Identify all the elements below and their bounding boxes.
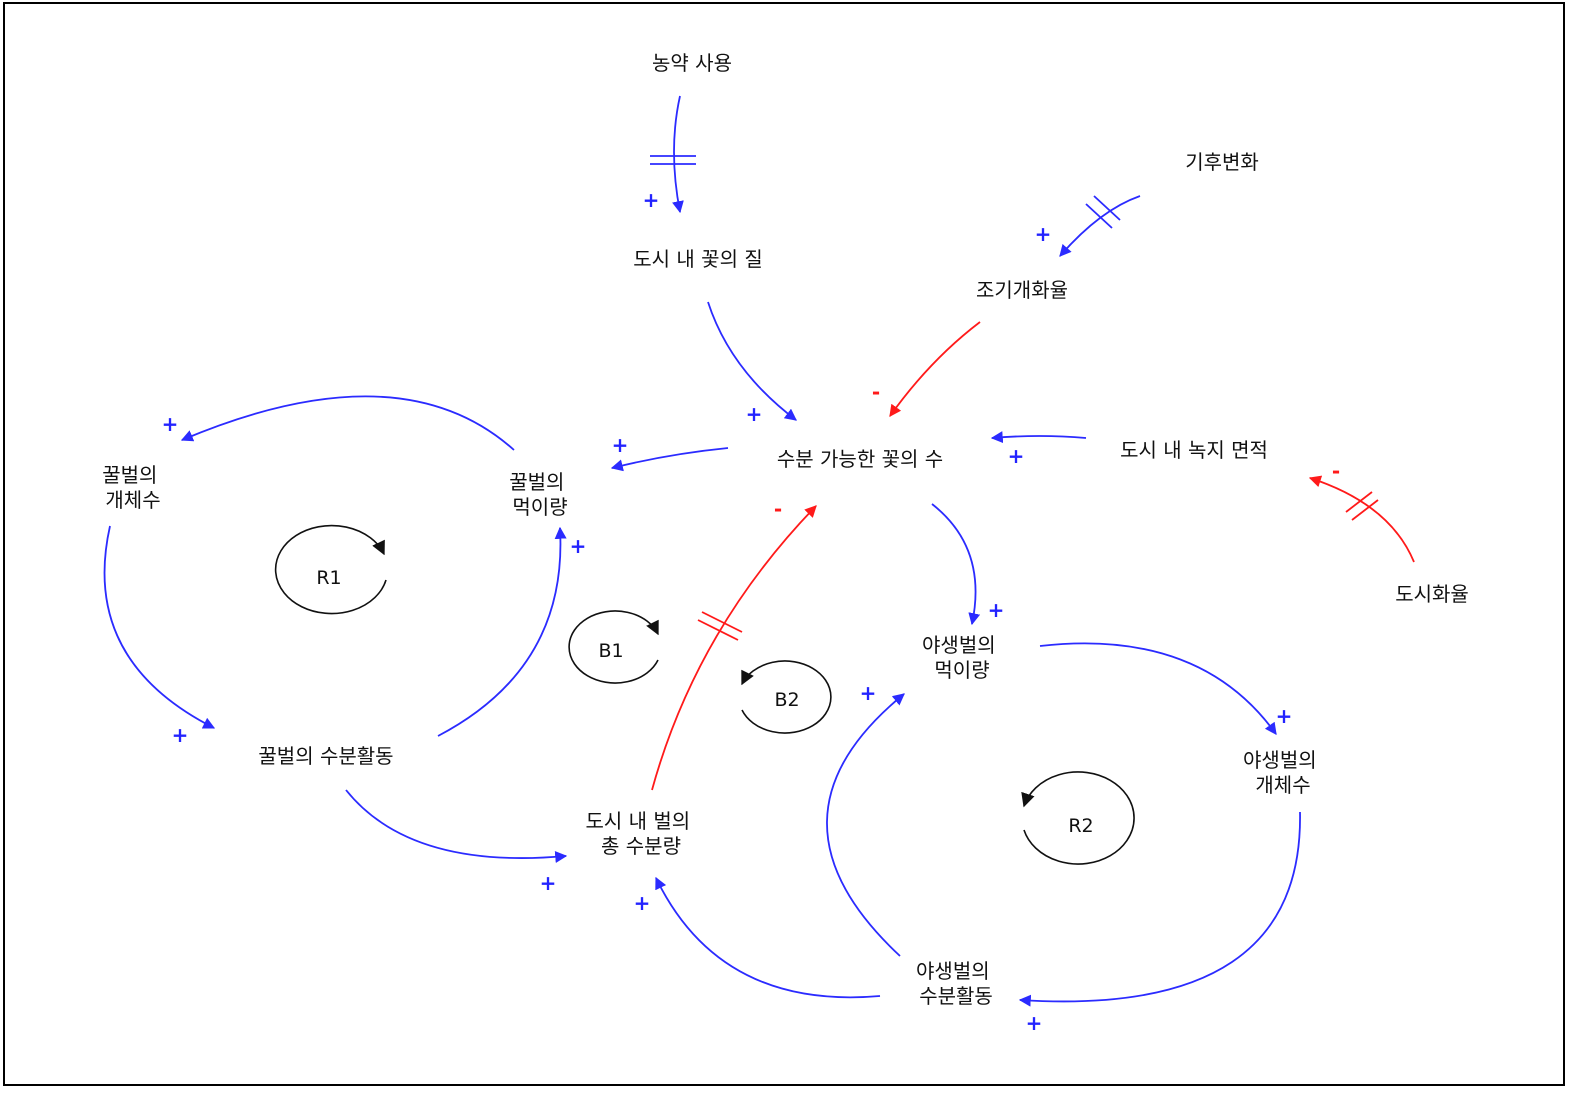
link-pollinable-to-honeybee-food xyxy=(610,447,729,472)
loop-r2: R2 xyxy=(1021,771,1135,865)
node-urbanization-rate: 도시화율 xyxy=(1395,582,1469,606)
node-honeybee-population: 꿀벌의 개체수 xyxy=(102,463,164,512)
node-wildbee-population: 야생벌의 개체수 xyxy=(1243,748,1323,797)
loop-b1: B1 xyxy=(568,610,659,684)
diagram-frame xyxy=(3,2,1565,1086)
link-wildbee-poll-to-total-poll xyxy=(655,876,881,999)
node-wildbee-pollination: 야생벌의 수분활동 xyxy=(916,959,996,1008)
polarity-honeybee-pop-to-honeybee-poll: + xyxy=(172,723,189,747)
node-pollinable-flowers: 수분 가능한 꽃의 수 xyxy=(777,447,943,471)
polarity-pesticide-to-flower-quality: + xyxy=(643,188,660,212)
polarity-wildbee-food-to-wildbee-pop: + xyxy=(1276,704,1293,728)
loop-r2-label: R2 xyxy=(1068,815,1093,837)
link-urbanization-to-green-area xyxy=(1308,475,1415,563)
node-honeybee-food: 꿀벌의 먹이량 xyxy=(509,470,571,519)
polarity-wildbee-poll-to-total-poll: + xyxy=(634,891,651,915)
link-pesticide-to-flower-quality xyxy=(672,95,684,214)
loop-r1-label: R1 xyxy=(316,567,341,589)
polarity-signs: + + + - + - + + + + + - + + + + + xyxy=(162,188,1341,1035)
delay-marks xyxy=(650,155,1379,641)
polarity-total-poll-to-pollinable: - xyxy=(774,497,782,521)
link-honeybee-pop-to-honeybee-poll xyxy=(103,525,216,729)
polarity-climate-to-early-bloom: + xyxy=(1035,222,1052,246)
link-flower-quality-to-pollinable xyxy=(707,301,797,421)
link-pollinable-to-wildbee-food xyxy=(931,503,981,626)
loop-b2: B2 xyxy=(741,660,832,734)
polarity-urbanization-to-green-area: - xyxy=(1332,459,1340,483)
causal-links xyxy=(103,95,1415,1007)
node-wildbee-food: 야생벌의 먹이량 xyxy=(922,633,1002,682)
link-honeybee-poll-to-total-poll xyxy=(345,789,568,863)
link-early-bloom-to-pollinable xyxy=(889,321,981,417)
delay-mark-total-poll xyxy=(697,611,743,641)
loop-b1-label: B1 xyxy=(598,640,623,662)
loop-b2-label: B2 xyxy=(774,689,799,711)
node-total-pollination: 도시 내 벌의 총 수분량 xyxy=(585,809,696,858)
loop-indicators: R1 B1 B2 R2 xyxy=(274,524,1135,865)
link-honeybee-food-to-honeybee-pop xyxy=(180,395,515,451)
loop-r1: R1 xyxy=(274,524,387,615)
link-wildbee-food-to-wildbee-pop xyxy=(1039,642,1277,735)
delay-mark-pesticide xyxy=(650,155,696,165)
polarity-honeybee-poll-to-honeybee-food: + xyxy=(570,534,587,558)
link-wildbee-poll-to-wildbee-food xyxy=(826,693,905,957)
polarity-honeybee-poll-to-total-poll: + xyxy=(540,871,557,895)
node-flower-quality: 도시 내 꽃의 질 xyxy=(633,247,762,271)
node-climate-change: 기후변화 xyxy=(1185,150,1259,174)
polarity-wildbee-poll-to-wildbee-food: + xyxy=(860,681,877,705)
link-climate-to-early-bloom xyxy=(1059,195,1141,257)
delay-mark-urbanization xyxy=(1345,491,1379,521)
polarity-green-area-to-pollinable: + xyxy=(1008,444,1025,468)
node-early-bloom-rate: 조기개화율 xyxy=(976,278,1068,302)
polarity-pollinable-to-wildbee-food: + xyxy=(988,598,1005,622)
polarity-honeybee-food-to-honeybee-pop: + xyxy=(162,412,179,436)
polarity-flower-quality-to-pollinable: + xyxy=(746,402,763,426)
node-urban-green-area: 도시 내 녹지 면적 xyxy=(1120,438,1268,462)
delay-mark-climate xyxy=(1085,195,1121,229)
node-pesticide-use: 농약 사용 xyxy=(652,51,732,75)
variable-nodes: 농약 사용 도시 내 꽃의 질 기후변화 조기개화율 수분 가능한 꽃의 수 도… xyxy=(102,51,1469,1008)
link-wildbee-pop-to-wildbee-poll xyxy=(1018,811,1301,1007)
polarity-pollinable-to-honeybee-food: + xyxy=(612,433,629,457)
link-honeybee-poll-to-honeybee-food xyxy=(437,526,567,737)
polarity-early-bloom-to-pollinable: - xyxy=(872,380,880,404)
node-honeybee-pollination: 꿀벌의 수분활동 xyxy=(258,744,393,768)
polarity-wildbee-pop-to-wildbee-poll: + xyxy=(1026,1011,1043,1035)
link-green-area-to-pollinable xyxy=(990,431,1087,444)
link-total-poll-to-pollinable xyxy=(651,505,817,791)
